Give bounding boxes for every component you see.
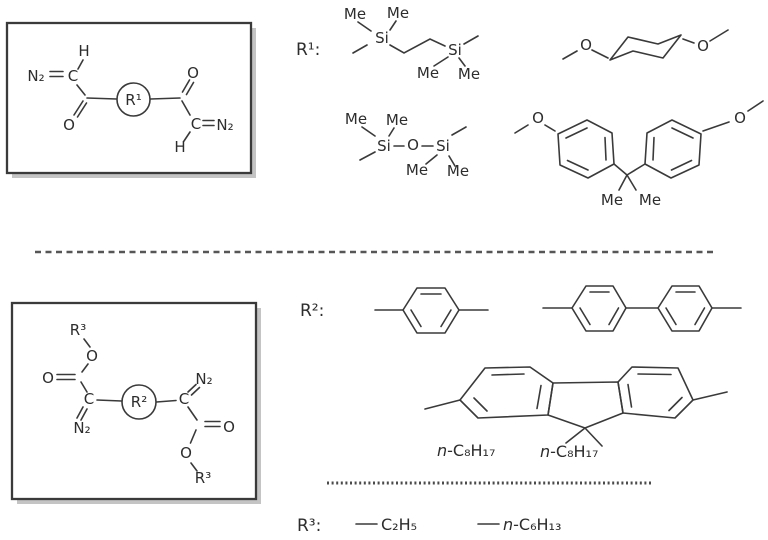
bond <box>424 391 728 447</box>
benzene-ring <box>557 119 615 179</box>
r1-option-bisphenol-dimethyl-ether: O O Me Me <box>514 100 764 209</box>
atom-label-o: O <box>86 347 98 365</box>
atom-label-h: H <box>174 138 185 156</box>
atom-label-o: O <box>42 369 54 387</box>
atom-label-c: C <box>191 115 201 133</box>
atom-label-o: O <box>580 36 592 54</box>
cyclohexane-chair <box>609 34 682 61</box>
r3-heading: R³: <box>297 516 321 536</box>
atom-label-o: O <box>223 418 235 436</box>
r3-option-ethyl: C₂H₅ <box>381 515 417 534</box>
benzene-ring <box>644 119 702 179</box>
bond <box>352 20 479 67</box>
atom-label-c: C <box>179 390 189 408</box>
core-label-r2: R² <box>131 393 147 411</box>
octyl-chain-label: n-C₈H₁₇ <box>540 442 598 461</box>
box-border <box>5 21 253 175</box>
atom-label-n2: N₂ <box>73 419 90 437</box>
core-label-r1: R¹ <box>125 91 141 109</box>
octyl-chain-label: n-C₈H₁₇ <box>437 441 495 460</box>
r1-option-silylethane: Me Me Si Si Me Me <box>344 4 480 83</box>
double-bond-inner <box>565 127 607 171</box>
r1-heading: R¹: <box>296 40 320 60</box>
atom-label-si: Si <box>377 137 391 155</box>
atom-label-si: Si <box>375 29 389 47</box>
bond <box>49 59 215 142</box>
atom-label-o: O <box>697 37 709 55</box>
benzene-ring <box>571 285 627 332</box>
core-circle <box>116 82 151 117</box>
bond <box>514 100 764 191</box>
r3-option-hexyl: n-C₆H₁₃ <box>503 515 561 534</box>
r2-option-dioctylfluorene: n-C₈H₁₇ n-C₈H₁₇ <box>424 366 728 461</box>
atom-label-h: H <box>78 42 89 60</box>
substituent-label-r3: R³ <box>70 321 86 339</box>
atom-label-me: Me <box>386 111 408 129</box>
atom-label-n2: N₂ <box>27 67 44 85</box>
atom-label-o: O <box>532 109 544 127</box>
atom-label-me: Me <box>639 191 661 209</box>
benzene-ring <box>402 287 460 334</box>
atom-label-c: C <box>84 390 94 408</box>
core-circle <box>121 384 157 420</box>
atom-label-me: Me <box>601 191 623 209</box>
atom-label-me: Me <box>344 5 366 23</box>
atom-label-me: Me <box>458 65 480 83</box>
r1-option-disiloxane: Me Me Si O Si Me Me <box>345 110 469 180</box>
fluorene-five-ring <box>547 381 624 429</box>
atom-label-me: Me <box>345 110 367 128</box>
diazo-ketone-monomer-box: H N₂ C O R¹ O C N₂ H <box>5 21 256 178</box>
double-bond-inner <box>579 291 620 326</box>
bond <box>562 29 729 60</box>
atom-label-o: O <box>180 444 192 462</box>
diazo-ester-monomer-box: R³ O O C N₂ R² C N₂ O O R³ <box>10 301 261 504</box>
atom-label-si: Si <box>448 41 462 59</box>
box-border <box>10 301 258 501</box>
atom-label-o: O <box>407 136 419 154</box>
double-bond-inner <box>665 291 706 326</box>
atom-label-n2: N₂ <box>216 116 233 134</box>
r2-option-biphenylene <box>542 285 742 332</box>
atom-label-si: Si <box>436 137 450 155</box>
r2-option-phenylene <box>374 287 489 334</box>
r2-heading: R²: <box>300 301 324 321</box>
bond <box>359 126 467 167</box>
atom-label-n2: N₂ <box>195 370 212 388</box>
bond <box>56 338 221 472</box>
double-bond-inner <box>473 373 542 412</box>
atom-label-o: O <box>63 116 75 134</box>
substituent-label-r3: R³ <box>195 469 211 487</box>
benzene-ring <box>657 285 713 332</box>
fluorene-right-ring <box>617 366 694 419</box>
atom-label-me: Me <box>447 162 469 180</box>
atom-label-me: Me <box>387 4 409 22</box>
atom-label-me: Me <box>406 161 428 179</box>
r1-option-dimethoxycyclohexane: O O <box>562 29 729 61</box>
atom-label-o: O <box>734 109 746 127</box>
r3-options-row: R³: C₂H₅ n-C₆H₁₃ <box>297 515 561 536</box>
atom-label-me: Me <box>417 64 439 82</box>
double-bond-inner <box>410 293 452 328</box>
atom-label-o: O <box>187 64 199 82</box>
double-bond-inner <box>627 373 683 412</box>
atom-label-c: C <box>68 67 78 85</box>
double-bond-inner <box>652 127 694 171</box>
